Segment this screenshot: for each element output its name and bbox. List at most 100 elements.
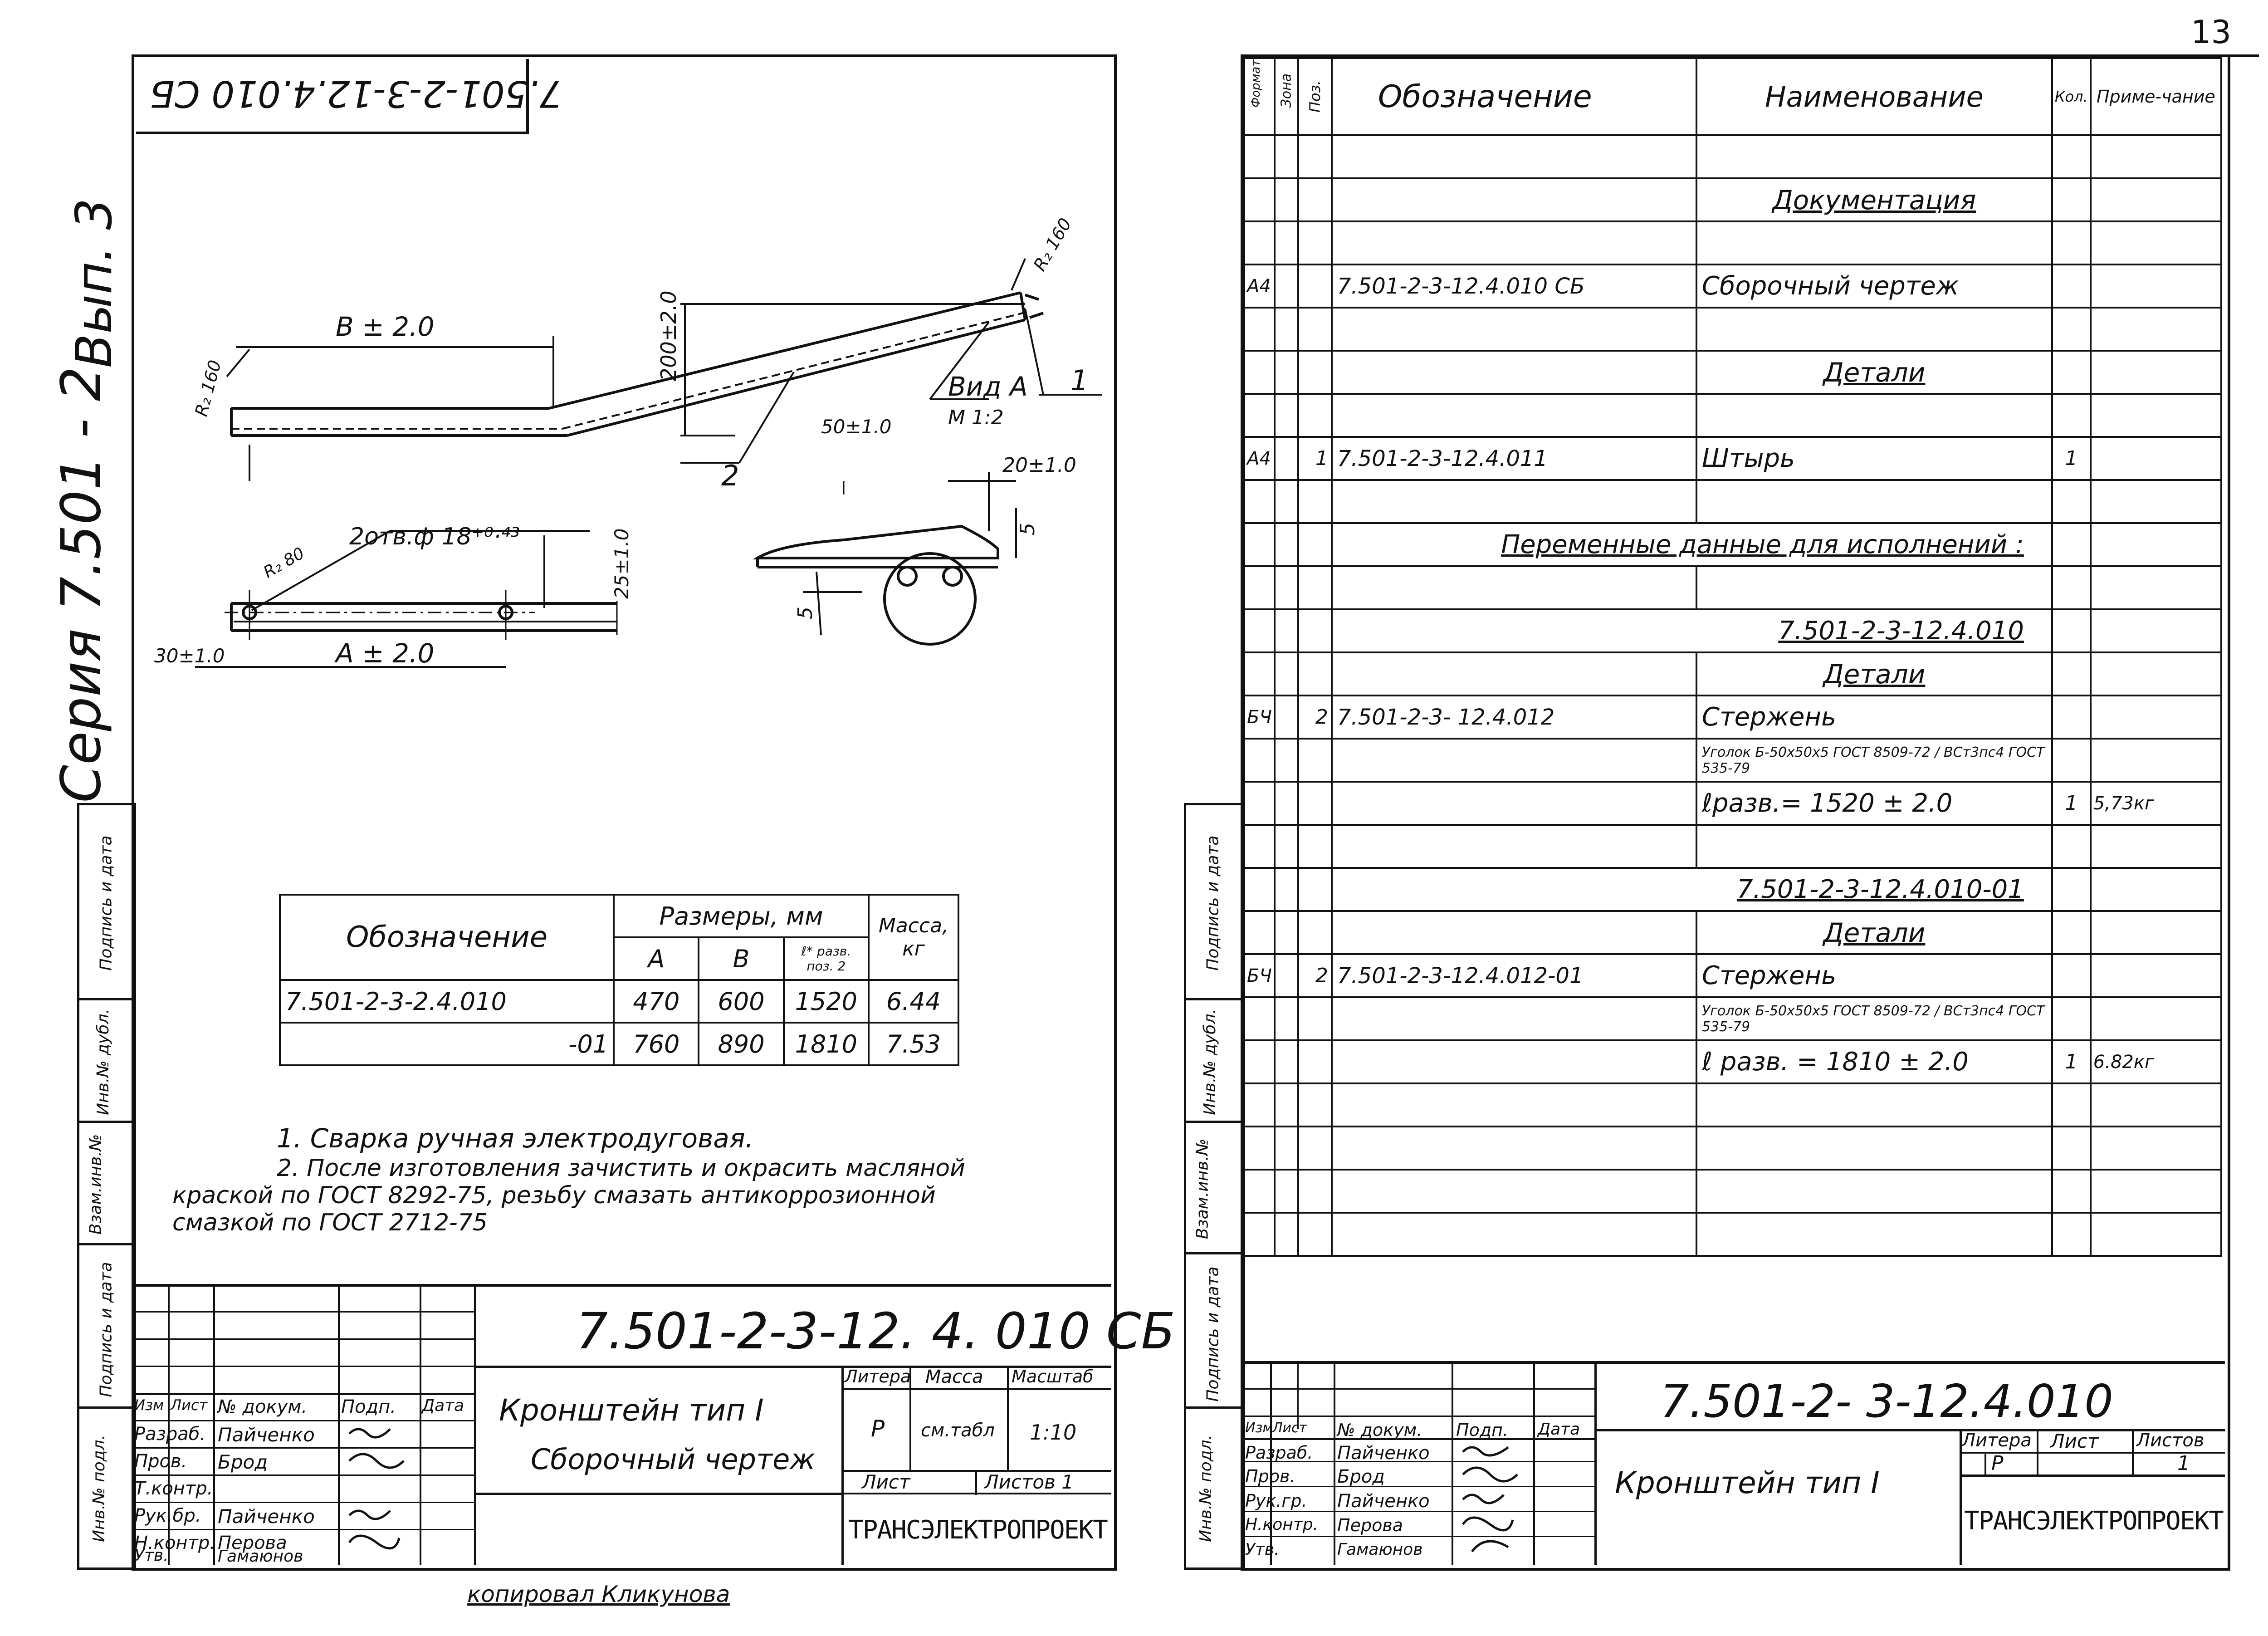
spec-row xyxy=(1243,1212,2223,1257)
spec-row xyxy=(1243,479,2223,524)
spec-row xyxy=(1243,565,2223,610)
left-side-label-4: Подпись и дата xyxy=(97,1262,116,1397)
left-tb-h-izm: Изм xyxy=(134,1396,164,1414)
spec-h-zone: Зона xyxy=(1273,57,1299,136)
dim-5b: 5 xyxy=(794,607,817,619)
left-tb-role-2: Т.контр. xyxy=(134,1478,213,1499)
spec-row: Детали xyxy=(1243,350,2223,395)
spec-row: Детали xyxy=(1243,651,2223,696)
left-tb-h-doc: № докум. xyxy=(218,1396,308,1417)
right-tb-name-3: Перова xyxy=(1337,1515,1403,1535)
spec-h-designation: Обозначение xyxy=(1330,57,1697,136)
spec-h-pos: Поз. xyxy=(1297,57,1333,136)
size-table-col-mass: Масса, кг xyxy=(867,894,960,981)
spec-row: Детали xyxy=(1243,910,2223,955)
view-a-scale: М 1:2 xyxy=(948,406,1004,429)
left-side-label-1: Подпись и дата xyxy=(97,835,116,971)
right-sheet-frame xyxy=(1241,54,2230,1571)
spec-row: 7.501-2-3-12.4.010 xyxy=(1243,608,2223,653)
size-table-col-sizes: Размеры, мм xyxy=(613,894,870,938)
left-tb-name-1: Брод xyxy=(218,1451,268,1473)
left-tb-masshtab-val: 1:10 xyxy=(1030,1420,1077,1445)
dim-5a: 5 xyxy=(1016,523,1039,535)
left-tb-code: 7.501-2-3-12. 4. 010 СБ xyxy=(576,1302,1175,1360)
left-tb-litera: Литера xyxy=(845,1367,911,1386)
dim-b: B ± 2.0 xyxy=(336,311,435,342)
bracket-top-view xyxy=(226,258,1102,495)
left-sheet-frame xyxy=(132,54,1117,1571)
right-tb-h-doc: № докум. xyxy=(1337,1420,1422,1440)
left-tb-role-1: Пров. xyxy=(134,1451,187,1472)
spec-row xyxy=(1243,220,2223,265)
size-table: Обозначение Размеры, мм Масса, кг А В ℓ*… xyxy=(279,894,960,1066)
left-tb-listov: Листов 1 xyxy=(984,1471,1074,1493)
right-tb-role-3: Н.контр. xyxy=(1245,1515,1319,1534)
dim-20: 20±1.0 xyxy=(1002,454,1076,477)
size-table-sub-l: ℓ* разв. поз. 2 xyxy=(782,936,870,981)
right-tb-org: ТРАНСЭЛЕКТРОПРОЕКТ xyxy=(1964,1506,2224,1536)
table-row: 7.501-2-3-2.4.010 470 600 1520 6.44 xyxy=(279,979,960,1024)
radius-left: R₂ 160 xyxy=(191,358,225,418)
left-header-code: 7.501-2-3-12.4.010 СБ xyxy=(150,73,562,115)
right-tb-listov-val: 1 xyxy=(2177,1452,2190,1475)
left-tb-name-5: Гамаюнов xyxy=(218,1547,303,1566)
spec-row: Переменные данные для исполнений : xyxy=(1243,522,2223,567)
right-side-label-5: Инв.№ подл. xyxy=(1196,1435,1215,1542)
right-tb-h-sign: Подп. xyxy=(1456,1420,1509,1440)
view-a-section xyxy=(753,472,1017,646)
left-tb-name2: Сборочный чертеж xyxy=(531,1443,816,1476)
left-tb-h-sign: Подп. xyxy=(341,1396,396,1417)
left-side-stamp xyxy=(77,803,136,1570)
right-tb-name-4: Гамаюнов xyxy=(1337,1540,1423,1559)
signatures-right xyxy=(1461,1446,1518,1553)
left-side-label-5: Инв.№ подл. xyxy=(89,1435,108,1542)
left-side-label-3: Взам.инв.№ xyxy=(86,1134,105,1235)
pos-1: 1 xyxy=(1070,364,1088,397)
spec-row: 7.501-2-3-12.4.010-01 xyxy=(1243,867,2223,912)
right-tb-role-2: Рук.гр. xyxy=(1245,1491,1307,1511)
right-side-label-4: Подпись и дата xyxy=(1203,1266,1222,1402)
size-table-sub-a: А xyxy=(613,936,700,981)
spec-h-qty: Кол. xyxy=(2051,57,2092,136)
dim-30: 30±1.0 xyxy=(154,645,225,667)
right-tb-h-date: Дата xyxy=(1538,1420,1580,1439)
left-tb-h-list: Лист xyxy=(171,1396,208,1414)
radius-top: R₂ 160 xyxy=(1030,215,1075,274)
right-title-block xyxy=(1243,1361,2225,1568)
side-issue: Вып. 3 xyxy=(65,198,123,368)
spec-row: Документация xyxy=(1243,177,2223,222)
left-tb-role-5: Утв. xyxy=(134,1546,169,1565)
spec-row: Уголок Б-50x50x5 ГОСТ 8509-72 / ВСт3пс4 … xyxy=(1243,738,2223,783)
spec-h-name: Наименование xyxy=(1695,57,2053,136)
radius-80: R₂ 80 xyxy=(260,544,308,582)
spec-row xyxy=(1243,393,2223,438)
right-side-label-1: Подпись и дата xyxy=(1203,835,1222,971)
dim-25: 25±1.0 xyxy=(611,529,633,599)
right-tb-role-0: Разраб. xyxy=(1245,1443,1313,1463)
right-tb-litera: Литера xyxy=(1962,1430,2032,1451)
dim-a: A ± 2.0 xyxy=(334,638,434,669)
spec-h-format: Формат xyxy=(1243,57,1276,136)
spec-row xyxy=(1243,134,2223,179)
size-table-col-designation: Обозначение xyxy=(279,894,615,981)
left-tb-massa: Масса xyxy=(925,1367,983,1387)
dim-50: 50±1.0 xyxy=(821,416,891,438)
right-tb-litera-val: Р xyxy=(1991,1452,2004,1475)
spec-h-note: Приме-чание xyxy=(2089,57,2223,136)
right-tb-role-4: Утв. xyxy=(1245,1540,1280,1559)
right-tb-h-izm: Изм xyxy=(1245,1420,1273,1436)
left-tb-masshtab: Масштаб xyxy=(1012,1367,1094,1386)
note-3: краской по ГОСТ 8292-75, резьбу смазать … xyxy=(172,1182,936,1209)
right-tb-name-2: Пайченко xyxy=(1337,1491,1430,1512)
left-tb-role-4: Н.контр. xyxy=(134,1533,215,1553)
left-tb-name-0: Пайченко xyxy=(218,1424,315,1446)
right-tb-listov: Листов xyxy=(2136,1430,2204,1451)
spec-header-row: Формат Зона Поз. Обозначение Наименовани… xyxy=(1243,57,2223,136)
note-4: смазкой по ГОСТ 2712-75 xyxy=(172,1209,488,1236)
table-row: -01 760 890 1810 7.53 xyxy=(279,1022,960,1066)
part-drawing: B ± 2.0 200±2.0 R₂ 160 R₂ 160 Вид А М 1:… xyxy=(154,215,1102,669)
